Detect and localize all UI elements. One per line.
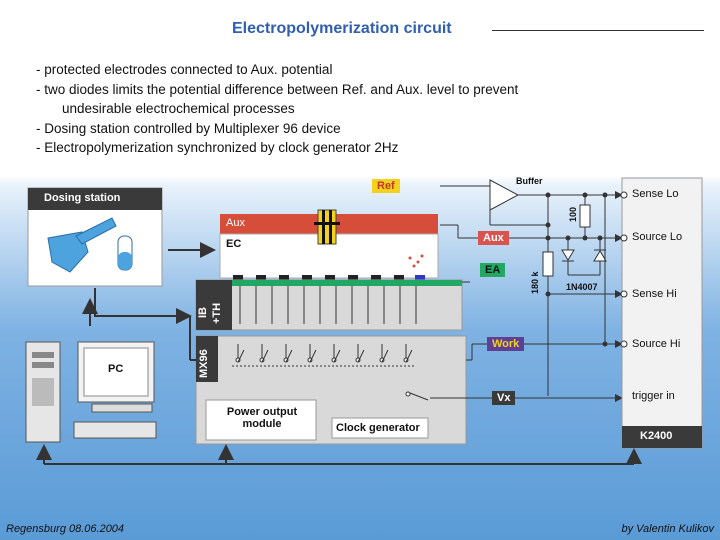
aux-plate-label: Aux (226, 217, 245, 229)
aux-tag: Aux (478, 231, 509, 245)
power-output-label: Power output module (214, 406, 310, 430)
terminal-sense-hi: Sense Hi (632, 288, 677, 300)
title-rule (492, 30, 704, 31)
vx-tag: Vx (492, 391, 516, 405)
clock-generator-label: Clock generator (336, 422, 420, 434)
pipette-flask-icon (47, 217, 133, 273)
ib-th-board (195, 279, 463, 331)
terminal-source-hi: Source Hi (632, 338, 681, 350)
bullet-item: - two diodes limits the potential differ… (36, 81, 519, 97)
k2400-label: K2400 (640, 430, 673, 442)
bullet-list: - protected electrodes connected to Aux.… (36, 60, 518, 158)
th-label: +TH (211, 302, 223, 324)
footer-left: Regensburg 08.06.2004 (6, 523, 125, 535)
buffer-label: Buffer (516, 176, 543, 186)
k2400-instrument (620, 177, 703, 449)
ib-label: IB (197, 307, 209, 318)
bullet-item: - Electropolymerization synchronized by … (36, 140, 399, 155)
electrode-plates (219, 209, 439, 281)
reference-electrode (314, 209, 340, 245)
droplets-icon (408, 254, 424, 268)
junction-dots (545, 192, 608, 347)
system-connectors (36, 242, 642, 465)
pc-icon (25, 341, 157, 443)
pc-label: PC (108, 363, 124, 375)
mx96-switches (232, 344, 416, 367)
mx96-multiplexer (195, 335, 467, 445)
clock-switch (405, 391, 429, 401)
dosing-station (27, 187, 163, 287)
power-output-line2: module (242, 418, 282, 430)
terminal-source-lo: Source Lo (632, 231, 683, 243)
ref-tag: Ref (372, 179, 400, 193)
bullet-item: - Dosing station controlled by Multiplex… (36, 120, 341, 136)
analog-circuit (430, 179, 623, 402)
mx96-label: MX96 (198, 349, 210, 378)
bullet-item: undesirable electrochemical processes (62, 101, 295, 116)
resistor-100-label: 100 (568, 206, 578, 222)
slide-title: Electropolymerization circuit (232, 20, 452, 37)
terminal-sense-lo: Sense Lo (632, 188, 679, 200)
board-pins (239, 286, 417, 324)
power-output-line1: Power output (226, 406, 298, 418)
ec-plate-label: EC (226, 238, 242, 250)
resistor-180k-label: 180 k (530, 271, 540, 294)
dosing-station-label: Dosing station (44, 192, 121, 204)
terminal-trigger-in: trigger in (632, 390, 675, 402)
work-tag: Work (487, 337, 525, 351)
bullet-item: - protected electrodes connected to Aux.… (36, 62, 333, 77)
ec-electrode-pads (233, 275, 425, 281)
ea-tag: EA (480, 263, 506, 277)
diode-label: 1N4007 (566, 282, 598, 292)
footer-right: by Valentin Kulikov (621, 523, 714, 535)
